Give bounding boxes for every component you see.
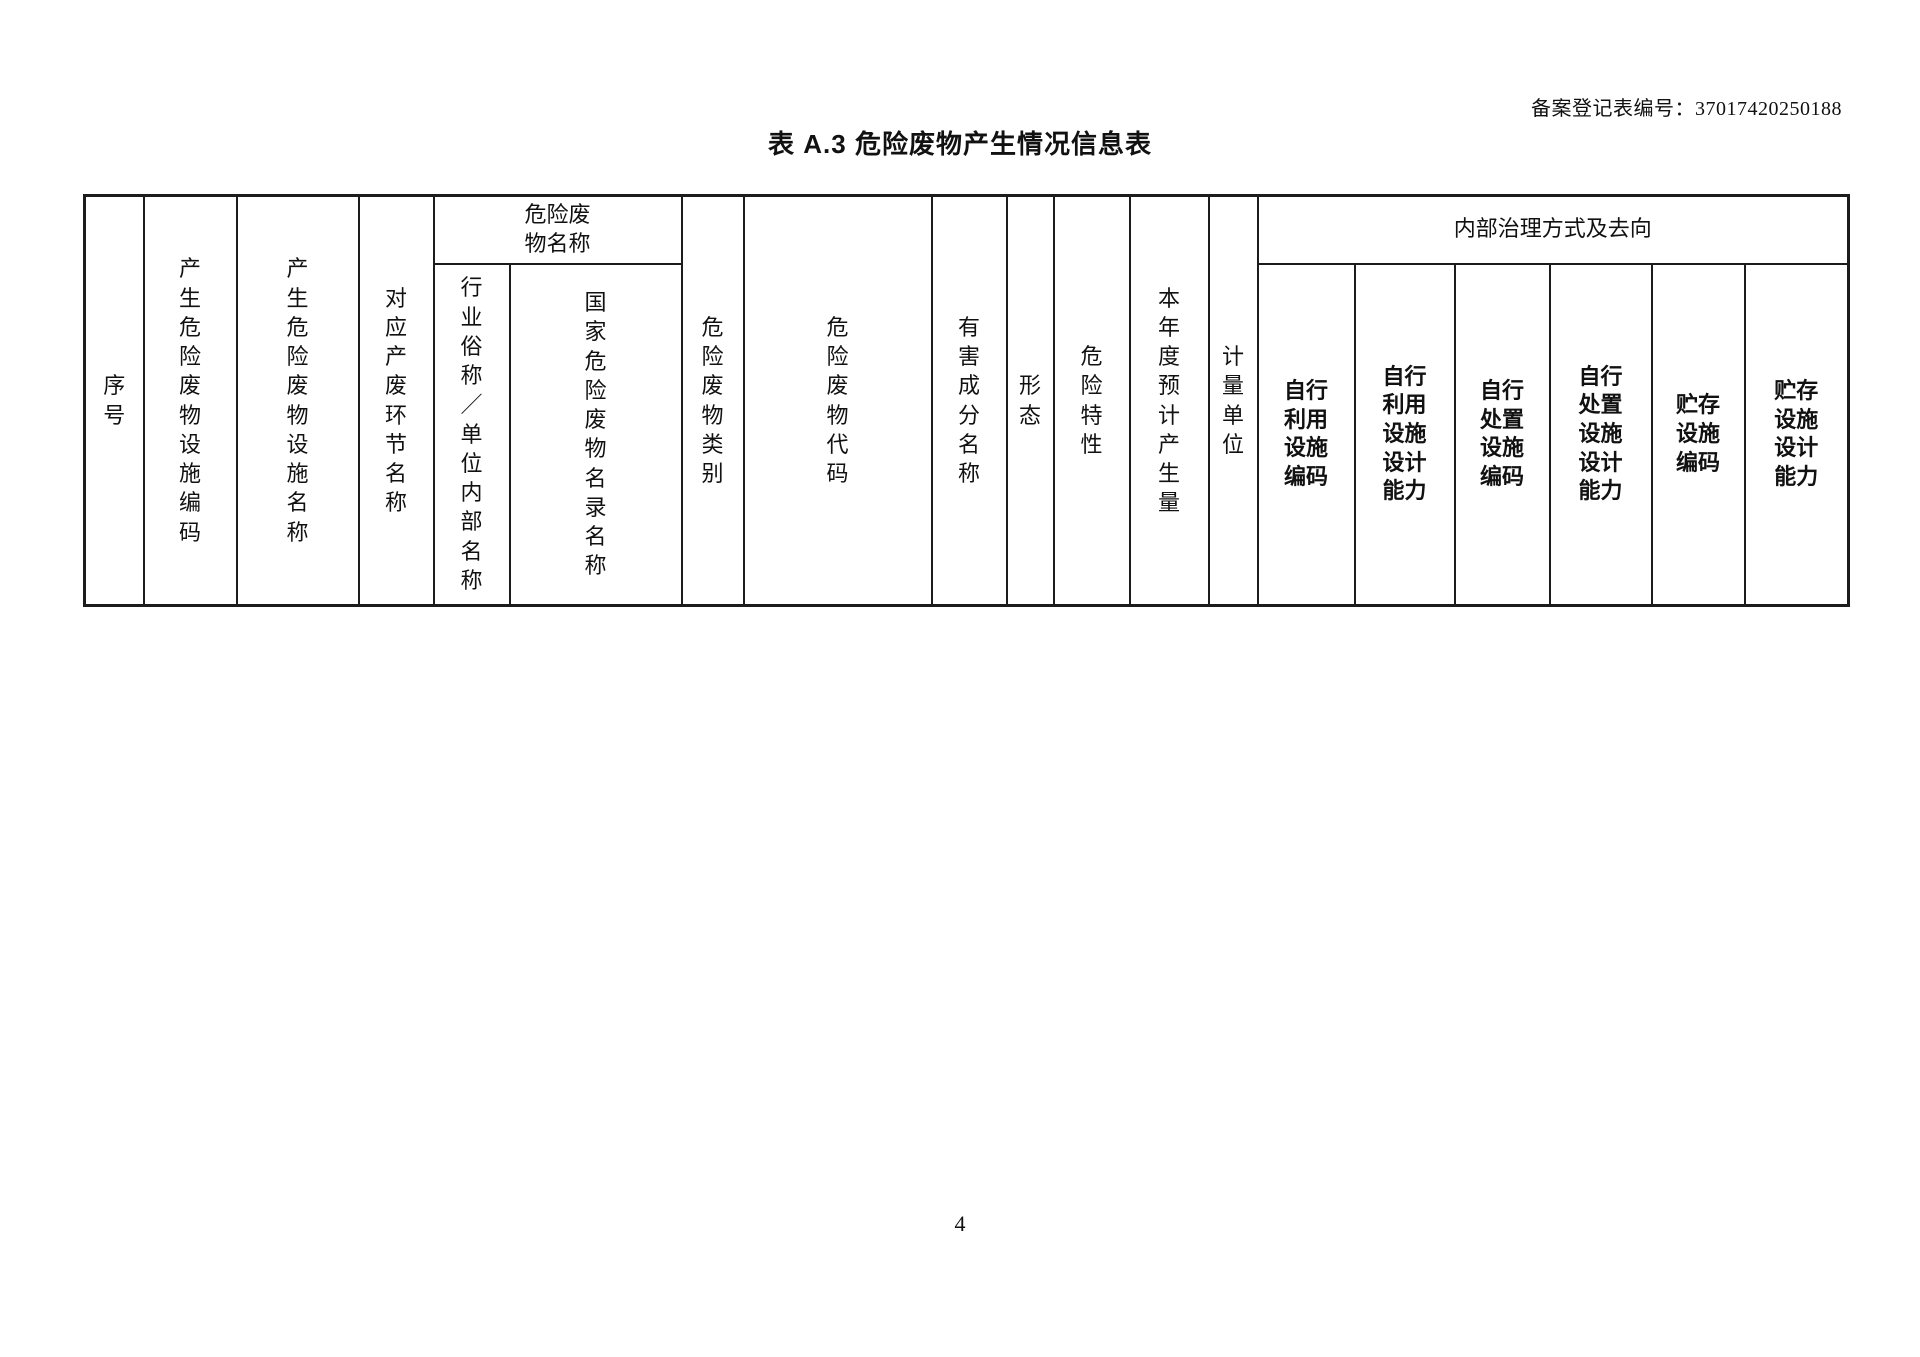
col-header-self-disposal-design-capacity-label: 自行处置设施设计能力: [1578, 363, 1623, 504]
hazardous-waste-info-table: 序号 产生危险废物设施编码 产生危险废物设施名称 对应产废环节名称 危险废物名称…: [83, 194, 1850, 607]
registration-number: 备案登记表编号：37017420250188: [1531, 98, 1842, 120]
group-header-waste-name-label: 危险废物名称: [524, 202, 591, 256]
col-header-physical-form: 形态: [1005, 194, 1055, 607]
col-header-waste-category: 危险废物类别: [680, 194, 745, 607]
col-header-hazard-property-label: 危险特性: [1080, 344, 1103, 457]
col-header-waste-code-label: 危险废物代码: [826, 314, 849, 486]
col-header-storage-facility-code-label: 贮存设施编码: [1675, 392, 1720, 475]
col-header-waste-code: 危险废物代码: [742, 194, 933, 607]
col-header-storage-design-capacity-label: 贮存设施设计能力: [1774, 378, 1819, 489]
col-header-waste-step-name: 对应产废环节名称: [357, 194, 435, 607]
group-header-internal-treatment: 内部治理方式及去向: [1256, 194, 1850, 265]
col-header-gen-facility-name: 产生危险废物设施名称: [235, 194, 360, 607]
col-header-industry-alias: 行业俗称／单位内部名称: [432, 262, 511, 607]
col-header-self-disposal-design-capacity: 自行处置设施设计能力: [1548, 262, 1653, 607]
col-header-measurement-unit: 计量单位: [1207, 194, 1259, 607]
col-header-self-disposal-facility-code-label: 自行处置设施编码: [1479, 378, 1524, 489]
col-header-physical-form-label: 形态: [1018, 373, 1041, 428]
table-header-row-subcolumns: 行业俗称／单位内部名称 国家危险废物名录名称 自行利用设施编码 自行利用设施设计…: [85, 262, 1850, 607]
group-header-internal-treatment-label: 内部治理方式及去向: [1453, 216, 1652, 242]
page-title: 表 A.3 危险废物产生情况信息表: [768, 129, 1152, 159]
col-header-industry-alias-label: 行业俗称／单位内部名称: [460, 275, 483, 593]
col-header-measurement-unit-label: 计量单位: [1221, 344, 1244, 457]
group-header-waste-name: 危险废物名称: [432, 194, 683, 265]
col-header-self-use-design-capacity-label: 自行利用设施设计能力: [1382, 363, 1427, 504]
col-header-self-use-design-capacity: 自行利用设施设计能力: [1353, 262, 1456, 607]
col-header-storage-facility-code: 贮存设施编码: [1650, 262, 1746, 607]
table-header-row-groups: 序号 产生危险废物设施编码 产生危险废物设施名称 对应产废环节名称 危险废物名称…: [83, 194, 1850, 607]
col-header-annual-expected-output-label: 本年度预计产生量: [1157, 285, 1180, 516]
col-header-annual-expected-output: 本年度预计产生量: [1128, 194, 1210, 607]
col-header-harmful-component-label: 有害成分名称: [957, 314, 980, 486]
col-header-self-use-facility-code: 自行利用设施编码: [1256, 262, 1356, 607]
col-header-self-use-facility-code-label: 自行利用设施编码: [1283, 378, 1328, 489]
col-header-self-disposal-facility-code: 自行处置设施编码: [1453, 262, 1551, 607]
col-header-gen-facility-name-label: 产生危险废物设施名称: [286, 256, 309, 545]
col-header-seq: 序号: [83, 194, 145, 607]
col-header-seq-label: 序号: [103, 373, 126, 428]
col-header-gen-facility-code: 产生危险废物设施编码: [142, 194, 238, 607]
col-header-national-list-name: 国家危险废物名录名称: [508, 262, 683, 607]
col-header-waste-category-label: 危险废物类别: [701, 314, 724, 486]
col-header-gen-facility-code-label: 产生危险废物设施编码: [178, 256, 201, 545]
col-header-hazard-property: 危险特性: [1052, 194, 1131, 607]
col-header-national-list-name-label: 国家危险废物名录名称: [584, 290, 607, 579]
col-header-harmful-component: 有害成分名称: [930, 194, 1008, 607]
col-header-waste-step-name-label: 对应产废环节名称: [384, 285, 407, 516]
page-number: 4: [954, 1211, 966, 1236]
col-header-storage-design-capacity: 贮存设施设计能力: [1743, 262, 1850, 607]
